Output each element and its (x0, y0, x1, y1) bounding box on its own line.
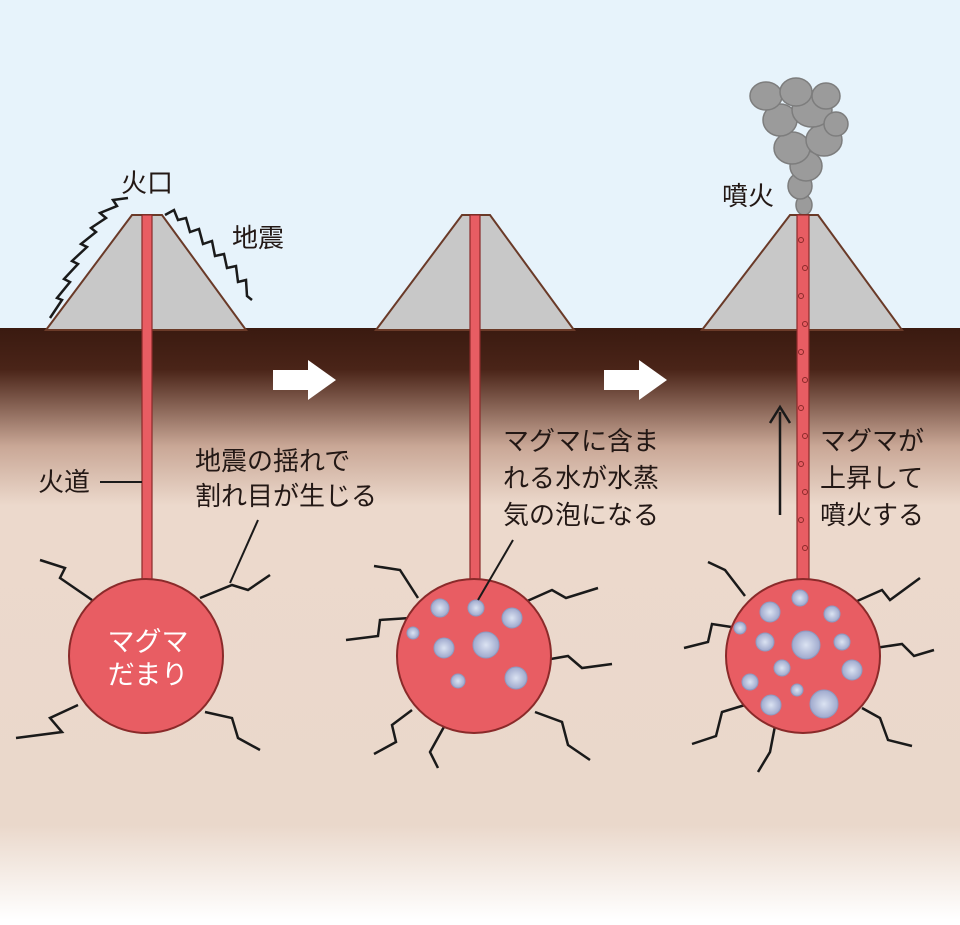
smoke-plume (749, 77, 849, 216)
magma-chamber-1 (68, 578, 224, 734)
right-arrow-icon (604, 360, 667, 400)
crack-note-line2: 割れ目が生じる (195, 482, 377, 512)
quake-wave-left (48, 196, 129, 319)
conduit-2 (469, 214, 481, 586)
bubble-note-line2: れる水が水蒸 (503, 464, 659, 494)
crack-note-line1: 地震の揺れで (195, 447, 350, 477)
chamber-label-line2: だまり (108, 660, 188, 691)
bubble-note-line3: 気の泡になる (503, 501, 659, 531)
cracks-3 (683, 560, 935, 773)
conduit-label: 火道 (38, 468, 90, 498)
stage-3: 噴火 マグマが 上昇して 噴火する (683, 77, 935, 773)
stage-2: マグマに含ま れる水が水蒸 気の泡になる (345, 214, 659, 769)
cracks-1 (15, 558, 271, 752)
right-arrow-icon (273, 360, 336, 400)
bubbles-3 (733, 589, 863, 719)
up-arrow-icon (768, 404, 792, 515)
eruption-note-line3: 噴火する (820, 501, 924, 531)
conduit-bubbles (798, 237, 808, 551)
conduit-3 (796, 214, 810, 586)
quake-wave-right (164, 208, 253, 301)
cracks-2 (345, 564, 613, 769)
bubble-note-line1: マグマに含ま (503, 427, 659, 457)
crack-note-leader (229, 519, 259, 584)
quake-label: 地震 (232, 224, 284, 254)
stage-1: マグマ だまり 火口 地震 火道 地震の揺れで 割れ目が生じる (15, 169, 377, 752)
bubbles-2 (406, 598, 528, 690)
eruption-label: 噴火 (722, 182, 774, 212)
bubble-note-leader (477, 539, 514, 601)
conduit-1 (141, 214, 153, 586)
crater-label: 火口 (121, 169, 173, 199)
eruption-note-line2: 上昇して (820, 464, 923, 494)
chamber-label-line1: マグマ (108, 627, 189, 658)
eruption-note-line1: マグマが (820, 427, 924, 457)
